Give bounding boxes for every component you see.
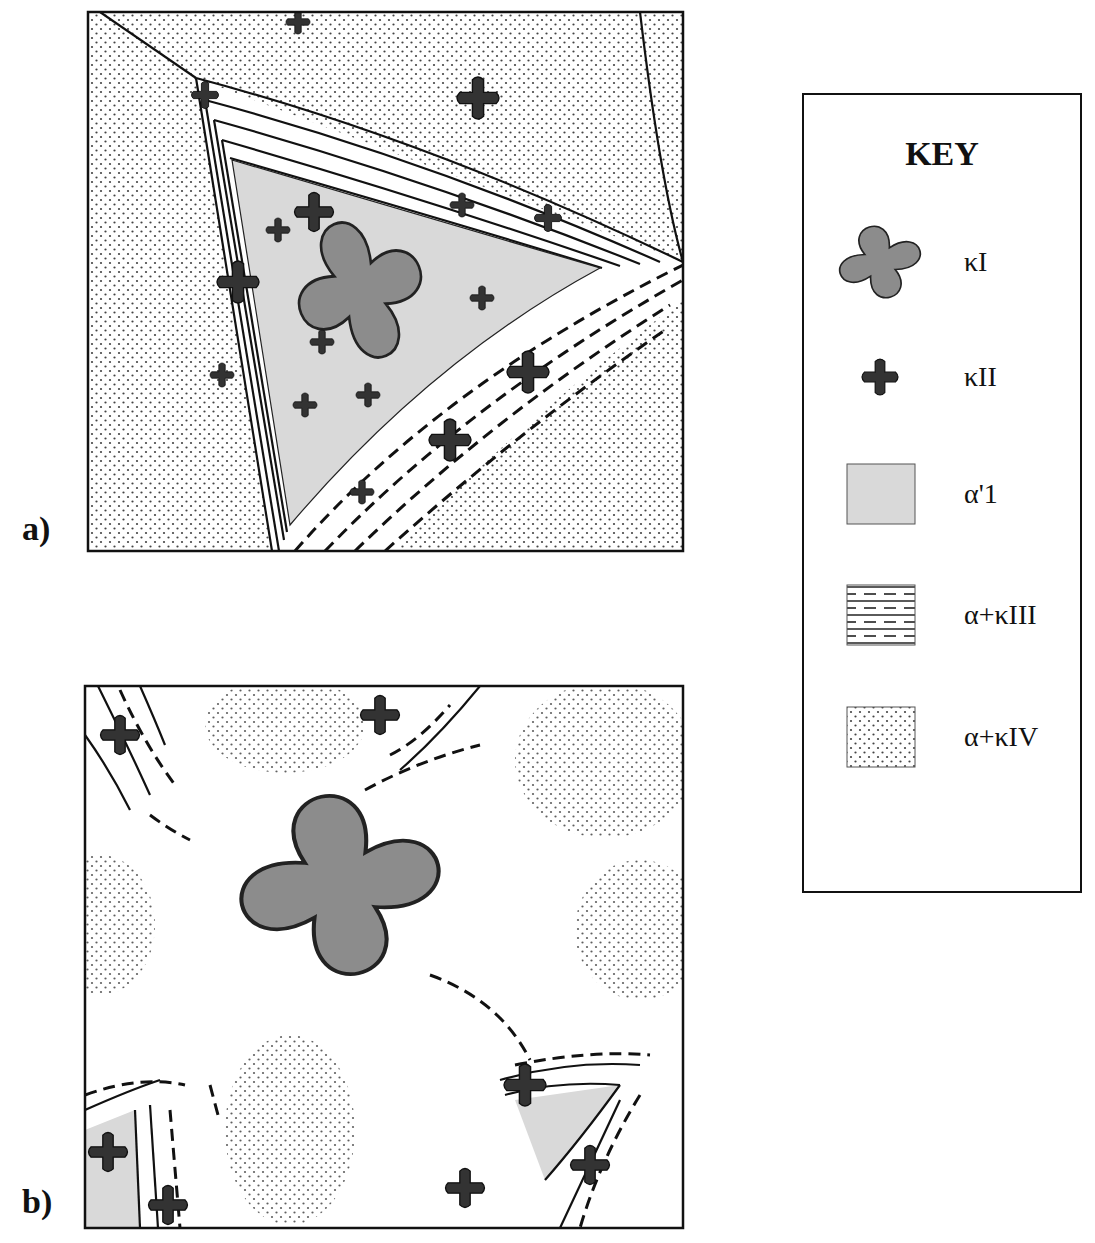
panel-b bbox=[85, 686, 683, 1228]
legend-row: α+κIII bbox=[804, 565, 1080, 665]
legend-label: κI bbox=[964, 246, 987, 278]
panel-label: b) bbox=[22, 1183, 52, 1221]
legend-swatch bbox=[822, 332, 942, 422]
legend-label: α+κIII bbox=[964, 599, 1037, 631]
legend-row: α'1 bbox=[804, 444, 1080, 544]
legend-swatch bbox=[822, 692, 942, 782]
legend-row: κI bbox=[804, 212, 1080, 312]
legend-label: α'1 bbox=[964, 478, 998, 510]
key-box: KEY κI κII α'1 α+κIII α+κIV bbox=[802, 93, 1082, 893]
legend-row: α+κIV bbox=[804, 687, 1080, 787]
legend-swatch bbox=[822, 217, 942, 307]
legend-label: κII bbox=[964, 361, 997, 393]
legend-swatch bbox=[822, 570, 942, 660]
legend-label: α+κIV bbox=[964, 721, 1038, 753]
panel-a bbox=[88, 12, 683, 551]
legend-swatch bbox=[822, 449, 942, 539]
panel-label: a) bbox=[22, 510, 50, 548]
key-heading: KEY bbox=[804, 135, 1080, 173]
legend-row: κII bbox=[804, 327, 1080, 427]
